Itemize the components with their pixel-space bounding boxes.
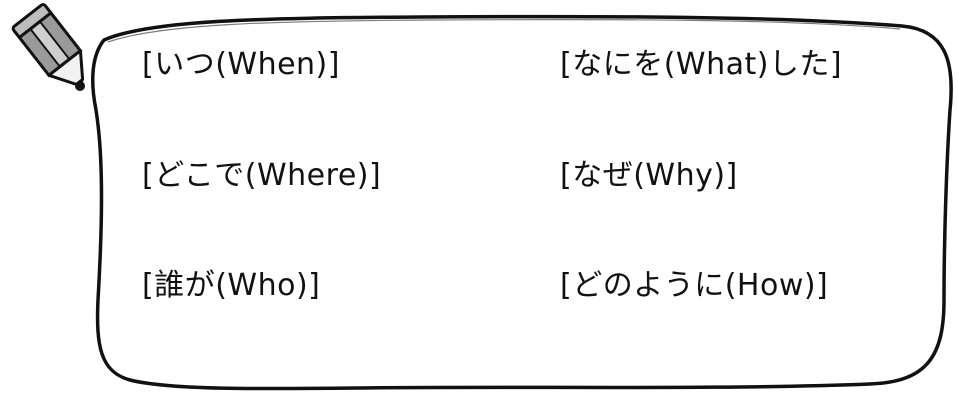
- label-when: [いつ(When)]: [142, 47, 340, 82]
- label-why: [なぜ(Why)]: [560, 158, 738, 193]
- bubble-outline-sketch: [107, 18, 901, 43]
- label-what: [なにを(What)した]: [560, 47, 843, 82]
- pencil-icon: [11, 3, 85, 89]
- label-how: [どのように(How)]: [560, 268, 829, 303]
- label-who: [誰が(Who)]: [142, 268, 321, 303]
- bubble-outline: [90, 14, 953, 391]
- label-where: [どこで(Where)]: [142, 158, 382, 193]
- pencil-dot: [75, 81, 85, 91]
